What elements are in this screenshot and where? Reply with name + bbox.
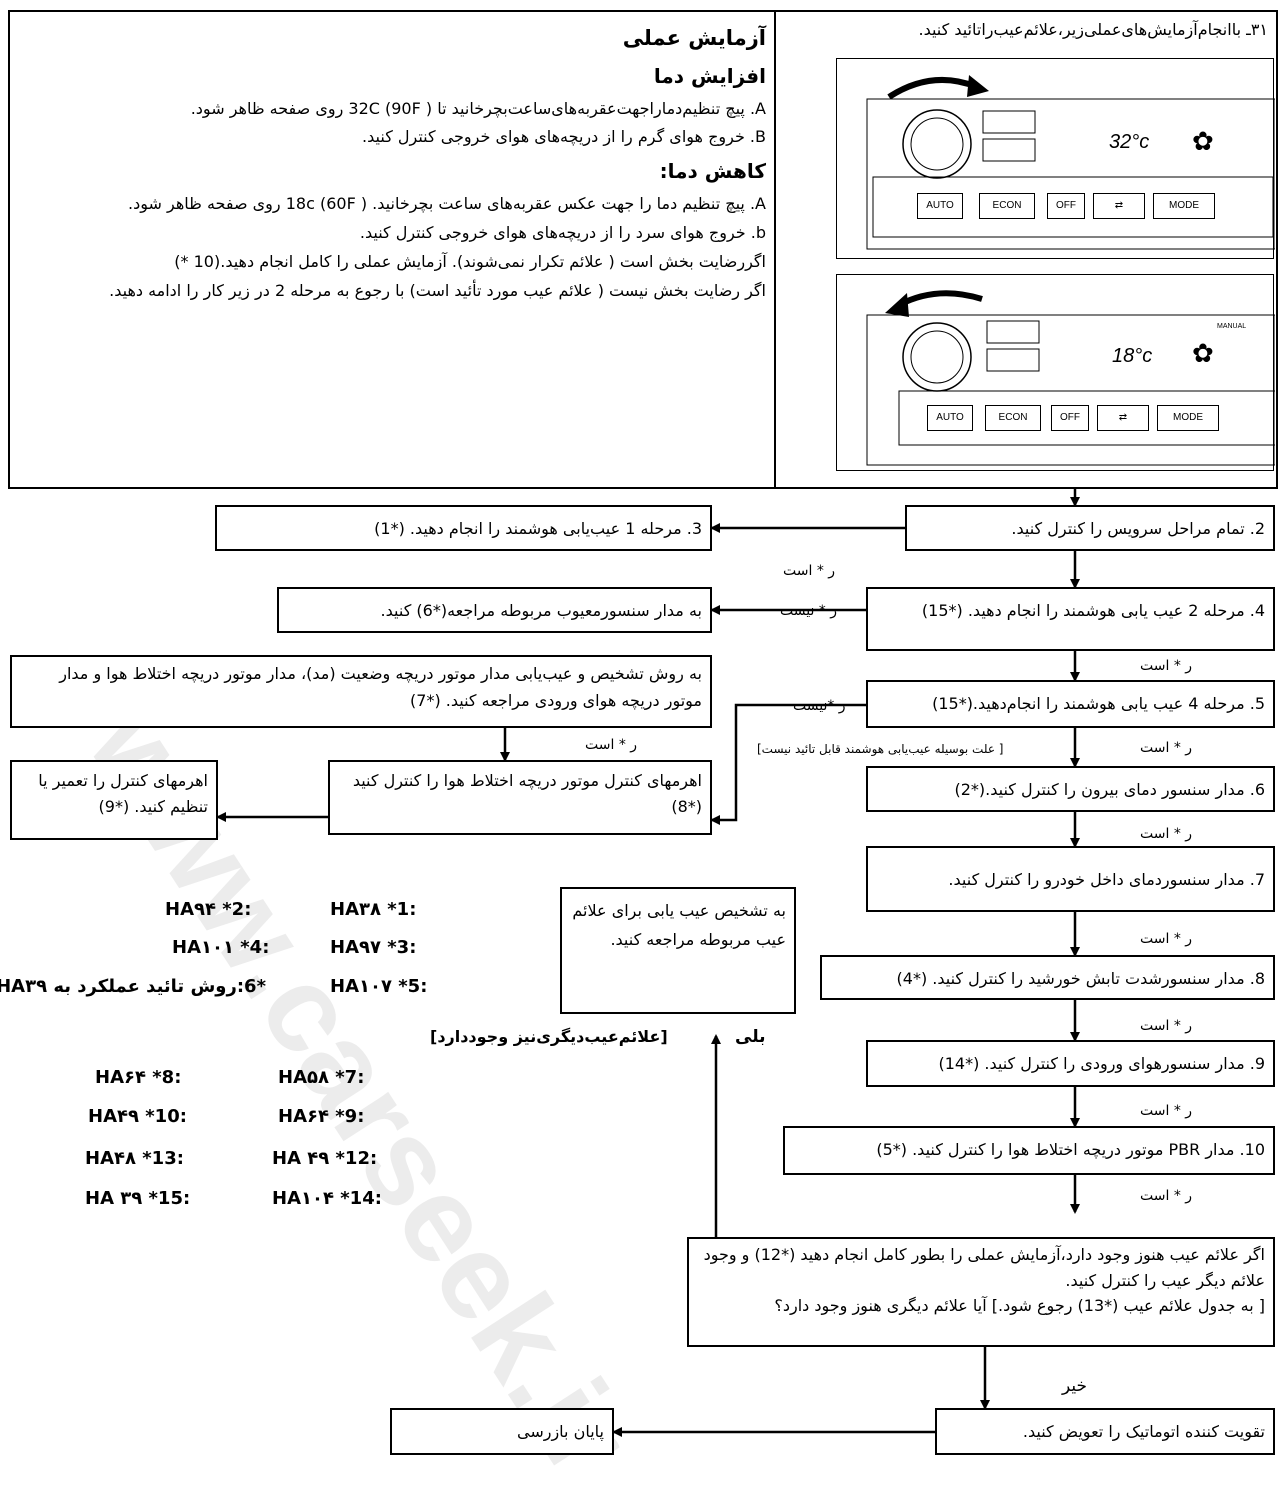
- functional-test-title: آزمایش عملی: [622, 26, 766, 50]
- footnote-10: HA۴۹ *10:: [88, 1106, 187, 1127]
- levers-fix-box: اهرمهای کنترل را تعمیر یا تنظیم کنید. (*…: [10, 760, 218, 840]
- final-check-text: اگر علائم عیب هنوز وجود دارد،آزمایش عملی…: [703, 1245, 1265, 1290]
- final-check-question: [ به جدول علائم عیب (*13) رجوع شود.] آیا…: [774, 1296, 1265, 1316]
- auto-button[interactable]: AUTO: [927, 405, 973, 431]
- step-10-box: 10. مدار PBR موتور دریچه اختلاط هوا را ک…: [783, 1126, 1275, 1175]
- footnote-9: HA۶۴ *9:: [278, 1106, 365, 1127]
- step-6-box: 6. مدار سنسور دمای بیرون را کنترل کنید.(…: [866, 766, 1275, 812]
- ac-panel-cool-drawing: [866, 290, 1275, 466]
- step-5-no-box: به روش تشخیص و عیب‌یابی مدار موتور دریچه…: [10, 655, 712, 728]
- levers-check-box: اهرمهای کنترل موتور دریچه اختلاط هوا را …: [328, 760, 712, 835]
- fan-icon: ✿: [1192, 127, 1214, 157]
- off-button[interactable]: OFF: [1051, 405, 1089, 431]
- final-check-box: اگر علائم عیب هنوز وجود دارد،آزمایش عملی…: [687, 1237, 1275, 1347]
- yes-label: بلی: [735, 1027, 766, 1047]
- ng-label: ر * نیست: [780, 603, 838, 619]
- ok-label: ر * است: [1140, 658, 1193, 674]
- econ-button[interactable]: ECON: [979, 193, 1035, 219]
- footnote-3: HA۹۷ *3:: [330, 937, 417, 958]
- functional-test-text: آزمایش عملی افزایش دما A. پیچ تنظیم‌دما‌…: [14, 22, 766, 303]
- recirculation-button[interactable]: ⇄: [1093, 193, 1145, 219]
- end-inspection-box: پایان بازرسی: [390, 1408, 614, 1455]
- ng-label: ر *نیست: [793, 698, 846, 714]
- mode-button[interactable]: MODE: [1153, 193, 1215, 219]
- footnote-4: HA۱۰۱ *4:: [172, 937, 270, 958]
- fan-icon: ✿: [1192, 339, 1214, 369]
- step-9-box: 9. مدار سنسورهوای ورودی را کنترل کنید. (…: [866, 1040, 1275, 1087]
- step-31: ۳۱ـ باانجام‌آزمایش‌های‌عملی‌زیر،علائم‌عی…: [918, 20, 1268, 39]
- step-7-box: 7. مدار سنسوردمای داخل خودرو را کنترل کن…: [866, 846, 1275, 912]
- footnote-14: HA۱۰۴ *14:: [272, 1188, 382, 1209]
- not-confirmable-label: [ علت بوسیله عیب‌یابی هوشمند قابل تائید …: [757, 742, 1004, 756]
- footnote-5: HA۱۰۷ *5:: [330, 976, 428, 997]
- ok-label: ر * است: [585, 737, 638, 753]
- functional-test-section: [8, 10, 1278, 489]
- ok-label: ر * است: [1140, 826, 1193, 842]
- ok-label: ر * است: [1140, 740, 1193, 756]
- ok-label: ر * است: [1140, 1018, 1193, 1034]
- cool-title: کاهش دما:: [659, 159, 766, 184]
- heat-title: افزایش دما: [653, 63, 766, 88]
- footnote-2: HA۹۴ *2:: [165, 899, 252, 920]
- step-8-box: 8. مدار سنسورشدت تابش خورشید را کنترل کن…: [820, 955, 1275, 1000]
- cool-step-a: A. پیچ تنظیم دما را جهت عکس عقربه‌های سا…: [128, 194, 766, 214]
- mode-button[interactable]: MODE: [1157, 405, 1219, 431]
- satisfied-text: اگررضایت بخش است ( علائم تکرار نمی‌شوند)…: [174, 251, 766, 271]
- step-3-box: 3. مرحله 1 عیب‌یابی هوشمند را انجام دهید…: [215, 505, 712, 551]
- footnote-13: HA۴۸ *13:: [85, 1148, 184, 1169]
- econ-button[interactable]: ECON: [985, 405, 1041, 431]
- step-4-box: 4. مرحله 2 عیب یابی هوشمند را انجام دهید…: [866, 587, 1275, 651]
- flowchart-connectors: [216, 489, 1080, 1437]
- temp-display-cool: 18°c: [1112, 345, 1153, 367]
- manual-label: MANUAL: [1217, 323, 1247, 330]
- off-button[interactable]: OFF: [1047, 193, 1085, 219]
- footnote-7: HA۵۸ *7:: [278, 1067, 365, 1088]
- heat-step-b: B. خروج هوای گرم را از دریچه‌های هوای خر…: [362, 127, 766, 147]
- footnote-6: *6:روش تائید عملکرد به HA۳۹ مراجعه کنید: [0, 976, 266, 997]
- footnote-8: HA۶۴ *8:: [95, 1067, 182, 1088]
- replace-amplifier-box: تقویت کننده اتوماتیک را تعویض کنید.: [935, 1408, 1275, 1455]
- auto-button[interactable]: AUTO: [917, 193, 963, 219]
- yes-note-label: [علائم‌عیب‌دیگری‌نیز وجوددارد]: [430, 1027, 668, 1046]
- footnote-15: HA ۳۹ *15:: [85, 1188, 191, 1209]
- step-2-box: 2. تمام مراحل سرویس را کنترل کنید.: [905, 505, 1275, 551]
- temp-display-heat: 32°c: [1109, 131, 1150, 153]
- step-5-box: 5. مرحله 4 عیب یابی هوشمند را انجام‌دهید…: [866, 680, 1275, 728]
- ok-label: ر * است: [1140, 1103, 1193, 1119]
- no-label: خیر: [1062, 1376, 1088, 1396]
- footnote-1: HA۳۸ *1:: [330, 899, 417, 920]
- ok-label: ر * است: [1140, 1188, 1193, 1204]
- ac-panel-heat: 32°c ✿ AUTO ECON OFF ⇄ MODE: [836, 58, 1275, 259]
- footnote-12: HA ۴۹ *12:: [272, 1148, 378, 1169]
- cool-step-b: b. خروج هوای سرد را از دریچه‌های هوای خر…: [359, 222, 766, 242]
- ok-label: ر * است: [1140, 931, 1193, 947]
- section-divider: [774, 10, 776, 489]
- heat-step-a: A. پیچ تنظیم‌دما‌راجهت‌عقربه‌های‌ساعت‌بچ…: [190, 98, 766, 118]
- symptom-reference-box: به تشخیص عیب یابی برای علائم عیب مربوطه …: [560, 887, 796, 1014]
- ac-panel-cool: 18°c MANUAL ✿ AUTO ECON OFF ⇄ MODE: [836, 274, 1275, 471]
- step-4-no-box: به مدار سنسورمعیوب مربوطه مراجعه(*6) کنی…: [277, 587, 712, 633]
- ok-label: ر * است: [783, 563, 836, 579]
- recirculation-button[interactable]: ⇄: [1097, 405, 1149, 431]
- not-satisfied-text: اگر رضایت بخش نیست ( علائم عیب مورد تأئی…: [109, 280, 766, 300]
- ac-panel-heat-drawing: [866, 75, 1275, 250]
